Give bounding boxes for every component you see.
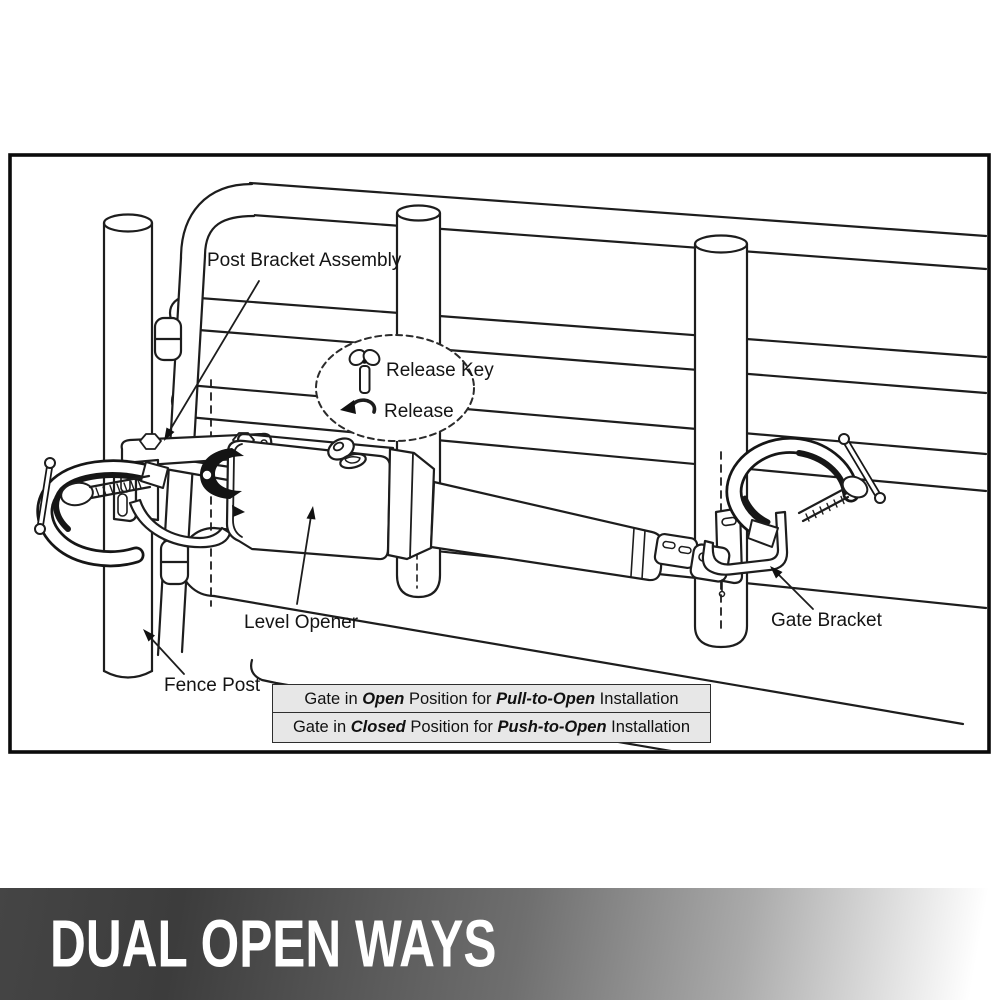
release-keyhole-fitting — [327, 437, 367, 470]
bracket-bolt-1 — [139, 433, 162, 450]
caption-pull-to-open: Gate in Open Position for Pull-to-Open I… — [272, 684, 711, 714]
post-bracket-leader — [169, 280, 260, 431]
caption-push-to-open: Gate in Closed Position for Push-to-Open… — [272, 712, 711, 744]
release-key-label: Release Key — [386, 360, 494, 381]
release-rotate-icon — [340, 398, 377, 414]
gate-bracket-shape — [653, 506, 789, 598]
release-key-icon — [348, 349, 381, 394]
post-bracket-assembly-label: Post Bracket Assembly — [207, 250, 402, 271]
banner-title: DUAL OPEN WAYS — [50, 906, 497, 982]
piston-rod — [429, 480, 664, 582]
release-label: Release — [384, 401, 454, 422]
gate-bracket-leader — [776, 572, 814, 610]
caption-text: Gate in Closed Position for Push-to-Open… — [292, 718, 691, 737]
release-callout-ellipse — [315, 334, 475, 442]
fence-post-label: Fence Post — [164, 675, 261, 696]
caption-text: Gate in Open Position for Pull-to-Open I… — [304, 689, 679, 708]
leader-arrows — [143, 280, 814, 675]
left-c-clamp-icon — [34, 457, 169, 568]
bottom-banner: DUAL OPEN WAYS — [0, 888, 1000, 1000]
fence-post-leader — [148, 635, 185, 675]
level-opener-label: Level Opener — [244, 612, 359, 633]
bottom-rail — [250, 658, 672, 750]
gate-bracket-label: Gate Bracket — [771, 610, 882, 631]
level-opener-shape — [200, 432, 664, 582]
level-opener-leader — [296, 515, 312, 605]
gate-tube-2 — [693, 234, 749, 649]
right-c-clamp-icon — [725, 433, 886, 548]
